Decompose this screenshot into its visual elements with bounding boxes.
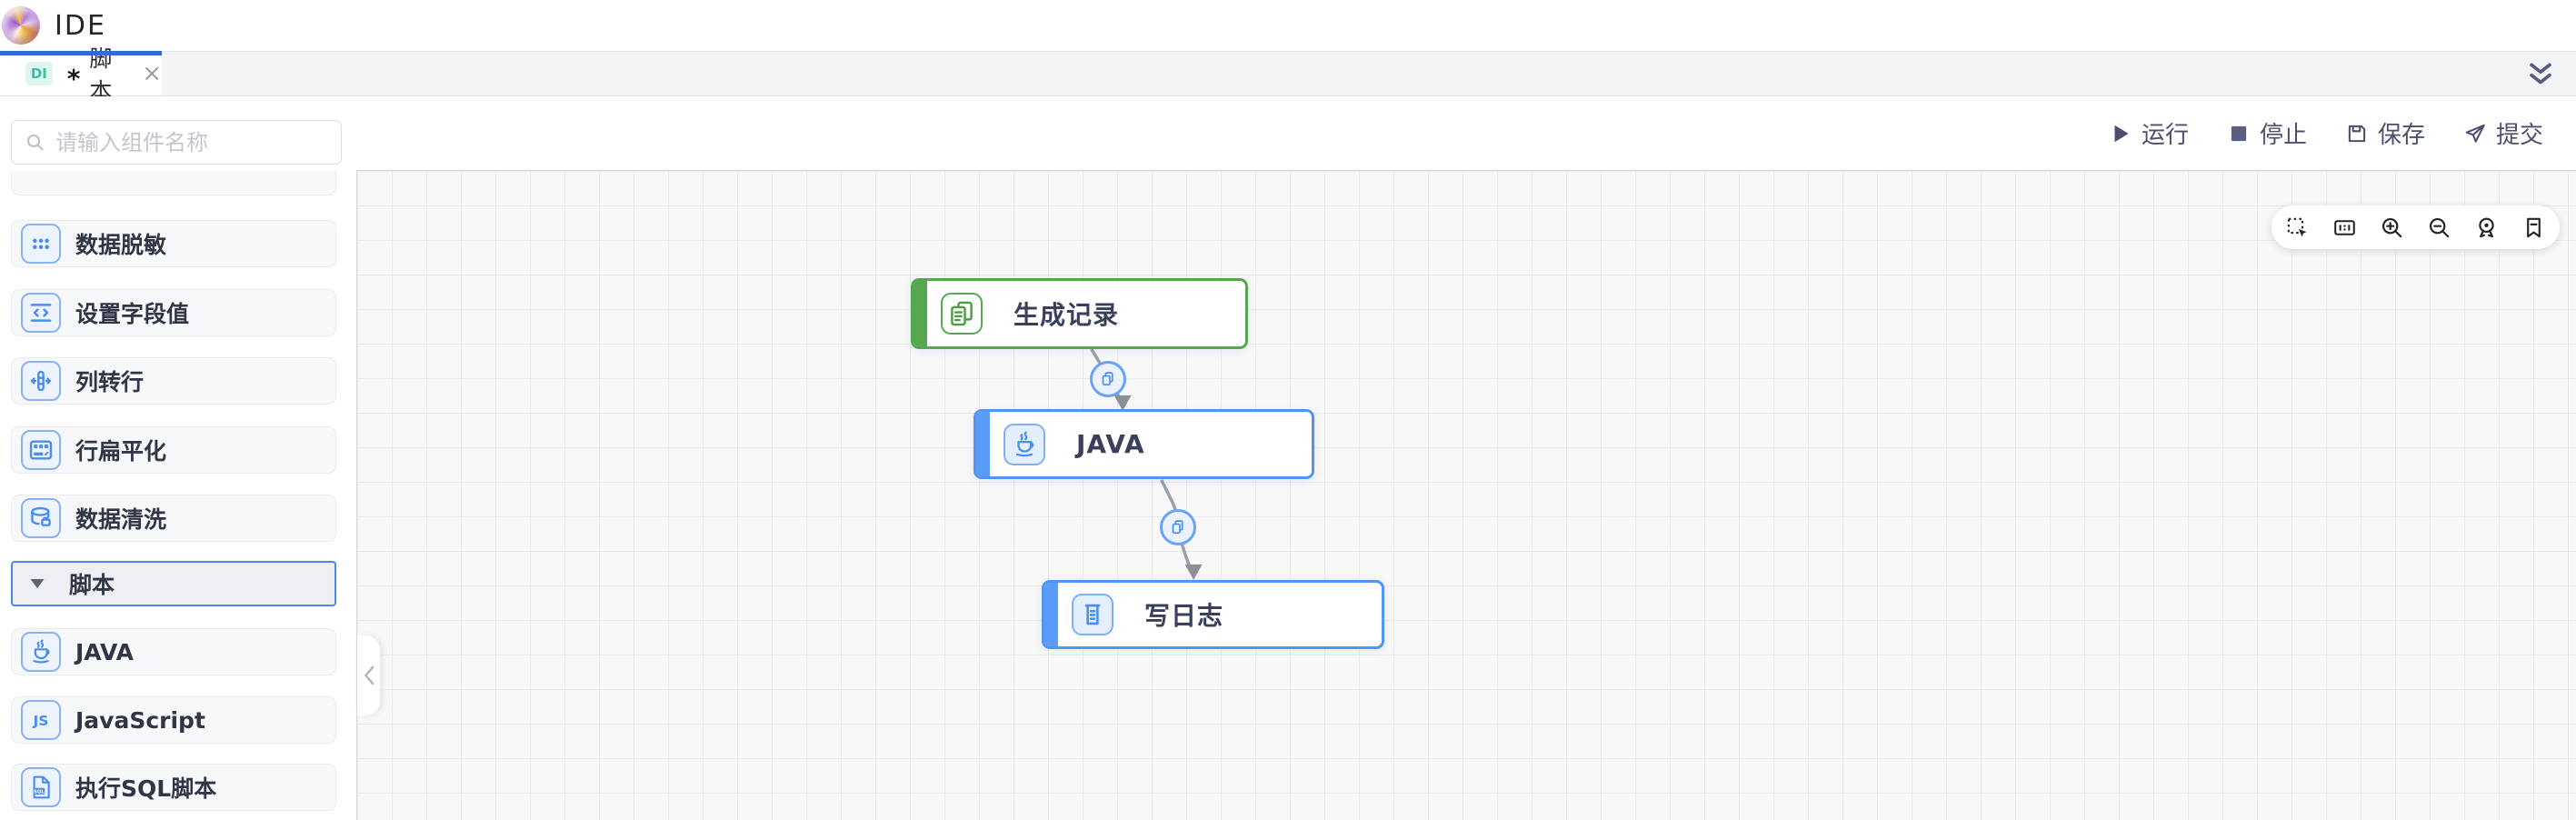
editor-toolbar: 运行 停止 保存 提交	[0, 96, 2576, 170]
locate-icon[interactable]	[2473, 215, 2500, 241]
node-generate-records[interactable]: 生成记录	[911, 278, 1248, 349]
sidebar-item-column-to-row[interactable]: 列转行	[11, 357, 336, 405]
double-chevron-down-icon[interactable]	[2525, 59, 2556, 90]
floppy-icon	[2348, 125, 2366, 142]
svg-text:SQL: SQL	[34, 789, 45, 795]
data-clean-icon	[21, 498, 61, 538]
edge-layer	[1090, 347, 1203, 580]
row-flatten-icon	[21, 430, 61, 470]
di-badge: DI	[25, 62, 53, 85]
app-title: IDE	[55, 9, 106, 42]
sidebar-item-label: JavaScript	[75, 706, 205, 734]
flow-canvas[interactable]: 生成记录 JAVA	[356, 170, 2576, 820]
column-to-row-icon	[21, 361, 61, 401]
sql-file-icon: SQL	[21, 767, 61, 807]
node-accent-bar	[976, 412, 990, 476]
sidebar-item-label: 数据脱敏	[75, 232, 167, 258]
zoom-out-icon[interactable]	[2426, 215, 2452, 241]
save-label: 保存	[2377, 122, 2425, 149]
node-label: JAVA	[1076, 429, 1145, 459]
run-button[interactable]: 运行	[2109, 116, 2189, 150]
run-label: 运行	[2141, 122, 2189, 149]
stop-label: 停止	[2259, 122, 2307, 149]
svg-text:JS: JS	[33, 713, 49, 729]
edge-copy-badge[interactable]	[1090, 361, 1126, 397]
sidebar-item-label: 行扁平化	[75, 438, 167, 465]
node-java[interactable]: JAVA	[973, 409, 1314, 479]
masking-dots-icon	[21, 224, 61, 264]
stop-icon	[2231, 125, 2247, 141]
play-icon	[2114, 125, 2129, 142]
sidebar-item-row-flatten[interactable]: 行扁平化	[11, 426, 336, 474]
copy-document-icon	[941, 293, 983, 335]
tab-label: 脚本	[89, 45, 113, 105]
component-sidebar: 数据脱敏 设置字段值	[0, 96, 354, 820]
app-header: IDE	[0, 0, 2576, 52]
close-icon[interactable]: ×	[142, 60, 162, 87]
paper-plane-icon	[2465, 124, 2485, 143]
sidebar-item-label: 列转行	[75, 369, 145, 395]
submit-button[interactable]: 提交	[2463, 116, 2543, 150]
caret-down-icon	[29, 577, 45, 590]
submit-label: 提交	[2495, 122, 2543, 149]
java-cup-icon	[1003, 423, 1045, 465]
sidebar-item-label: 执行SQL脚本	[75, 775, 217, 802]
js-icon: JS	[21, 700, 61, 740]
sidebar-item-label: 设置字段值	[75, 301, 190, 327]
sidebar-item-data-masking[interactable]: 数据脱敏	[11, 220, 336, 267]
arrowhead-icon	[1184, 564, 1203, 580]
node-label: 写日志	[1144, 601, 1224, 631]
app-logo-icon	[2, 6, 40, 45]
sidebar-item-javascript[interactable]: JS JavaScript	[11, 696, 336, 744]
active-tab-indicator	[0, 51, 162, 55]
chevron-left-icon	[364, 665, 374, 685]
bookmark-icon[interactable]	[2521, 215, 2547, 241]
set-field-value-icon	[21, 293, 61, 333]
copy-icon	[1102, 372, 1113, 386]
node-accent-bar	[914, 281, 927, 346]
node-accent-bar	[1044, 583, 1058, 646]
search-icon	[27, 134, 44, 150]
log-icon	[1072, 594, 1113, 635]
marquee-select-icon[interactable]	[2284, 215, 2311, 241]
component-search[interactable]	[11, 120, 342, 165]
sidebar-item-java[interactable]: JAVA	[11, 628, 336, 675]
stop-button[interactable]: 停止	[2227, 116, 2307, 150]
sidebar-item-label: JAVA	[75, 638, 134, 665]
canvas-toolbar	[2271, 205, 2560, 249]
sidebar-item-partial[interactable]	[11, 171, 336, 195]
sidebar-item-run-sql-script[interactable]: SQL 执行SQL脚本	[11, 764, 336, 811]
node-label: 生成记录	[1013, 300, 1120, 330]
component-list: 数据脱敏 设置字段值	[0, 171, 354, 820]
sidebar-group-label: 脚本	[69, 572, 115, 598]
search-input[interactable]	[55, 129, 328, 155]
tab-bar: DI * 脚本 ×	[0, 45, 2576, 105]
java-cup-icon	[21, 632, 61, 672]
zoom-in-icon[interactable]	[2379, 215, 2405, 241]
tab-script[interactable]: DI * 脚本 ×	[0, 45, 162, 105]
sidebar-item-label: 数据清洗	[75, 506, 167, 533]
fit-view-icon[interactable]	[2331, 215, 2358, 241]
sidebar-item-data-clean[interactable]: 数据清洗	[11, 495, 336, 542]
save-button[interactable]: 保存	[2345, 116, 2425, 150]
sidebar-group-script[interactable]: 脚本	[11, 561, 336, 606]
unsaved-indicator: *	[66, 64, 81, 94]
edge-copy-badge[interactable]	[1160, 509, 1196, 545]
node-write-log[interactable]: 写日志	[1042, 580, 1384, 649]
sidebar-item-set-field-value[interactable]: 设置字段值	[11, 289, 336, 336]
sidebar-collapse-handle[interactable]	[357, 635, 380, 715]
copy-icon	[1172, 520, 1183, 535]
